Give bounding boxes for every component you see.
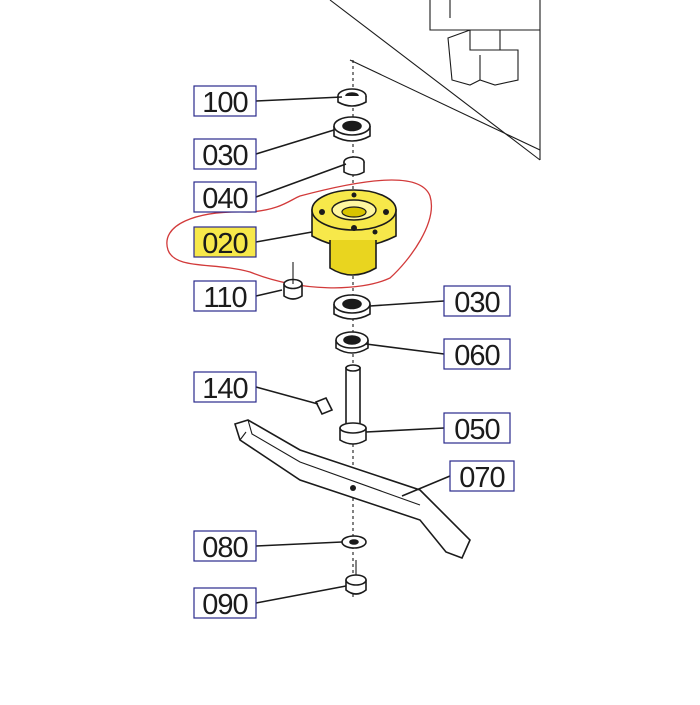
callout-020-text: 020: [202, 228, 247, 260]
callout-030-top-text: 030: [202, 140, 247, 172]
callout-110: 110: [193, 280, 257, 314]
callout-030-top: 030: [193, 138, 257, 172]
callout-080-text: 080: [202, 532, 247, 564]
part-040-spacer: [343, 156, 365, 176]
callout-080: 080: [193, 530, 257, 564]
callout-040: 040: [193, 181, 257, 215]
part-070-blade: [233, 419, 471, 560]
callout-140-text: 140: [202, 373, 247, 405]
part-030-bearing-mid: [333, 294, 371, 320]
callout-040-text: 040: [202, 183, 247, 215]
part-030-bearing-top: [333, 116, 371, 142]
part-060-seal: [335, 331, 369, 354]
callout-110-text: 110: [203, 282, 246, 314]
callout-070-text: 070: [459, 462, 504, 494]
callout-070: 070: [449, 460, 515, 494]
deck-frame: [329, 0, 541, 161]
callout-050-text: 050: [454, 414, 499, 446]
leader-lines: [255, 96, 451, 604]
callout-100-text: 100: [202, 87, 247, 119]
part-080-washer: [341, 535, 367, 549]
callout-100: 100: [193, 85, 257, 119]
bracket-part: [447, 29, 519, 86]
part-100-nut: [337, 88, 367, 107]
callout-060: 060: [443, 338, 511, 372]
callout-090-text: 090: [202, 589, 247, 621]
callout-050: 050: [443, 412, 511, 446]
callout-030-mid: 030: [443, 285, 511, 319]
part-020-housing: [311, 189, 397, 276]
callout-030-mid-text: 030: [454, 287, 499, 319]
part-090-bolt: [345, 560, 367, 595]
part-140-key: [314, 396, 334, 416]
callout-020: 020: [193, 226, 257, 260]
callout-060-text: 060: [454, 340, 499, 372]
callout-090: 090: [193, 587, 257, 621]
part-110-bolt: [283, 262, 303, 300]
callout-140: 140: [193, 371, 257, 405]
part-050-shaft: [339, 364, 367, 445]
